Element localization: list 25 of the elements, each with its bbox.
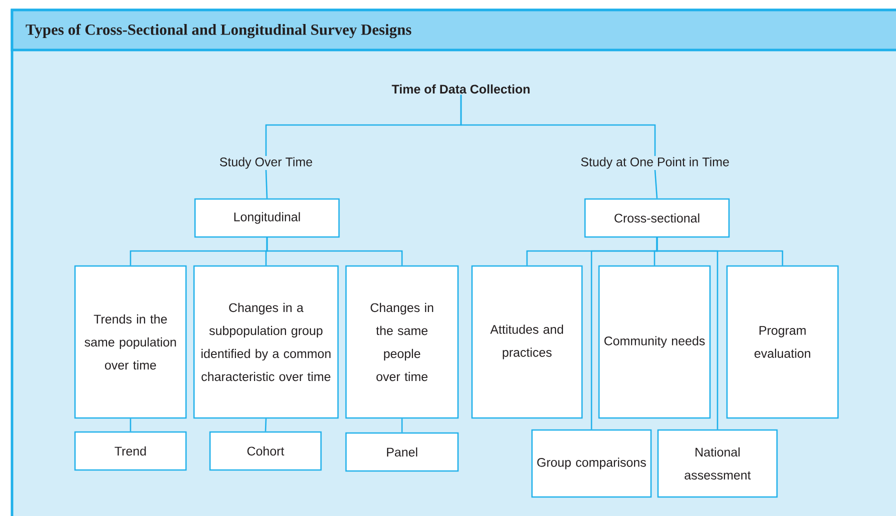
connector-line <box>264 418 267 432</box>
category-box: Group comparisons <box>531 429 652 498</box>
title-banner: Types of Cross-Sectional and Longitudinal Survey Designs <box>10 8 896 52</box>
heading-text: Study Over Time <box>220 157 312 169</box>
category-box: Trends in the same population over time <box>74 265 187 419</box>
category-box: Cross-sectional <box>584 198 730 238</box>
connector-line <box>654 170 658 198</box>
category-box: Changes in a subpopulation group identified by a common characteristic over time <box>193 265 339 419</box>
connector-line <box>266 238 403 266</box>
category-box: Changes in the same people over time <box>345 265 459 419</box>
connector-line <box>401 418 403 432</box>
connector-line <box>460 94 656 156</box>
heading-text: Study at One Point in Time <box>581 157 729 169</box>
category-box: Cohort <box>209 431 322 471</box>
category-box: Community needs <box>598 265 711 419</box>
heading-text: Time of Data Collection <box>392 84 530 94</box>
category-box: Longitudinal <box>194 198 340 238</box>
connector-line <box>265 170 268 198</box>
category-box: Panel <box>345 432 459 472</box>
connector-line <box>656 238 784 266</box>
category-box: National assessment <box>657 429 778 498</box>
category-box: Attitudes and practices <box>471 265 583 419</box>
category-box: Program evaluation <box>726 265 839 419</box>
connector-line <box>130 418 132 432</box>
category-box: Trend <box>74 431 187 471</box>
